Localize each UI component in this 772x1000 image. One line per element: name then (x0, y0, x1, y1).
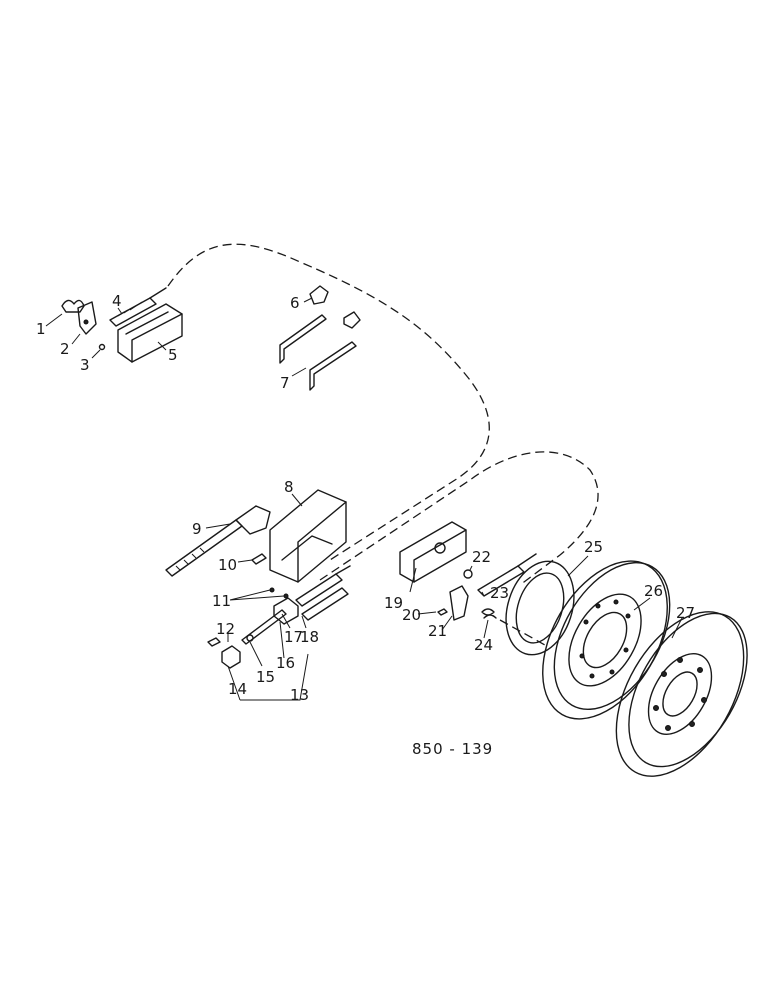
part-20-pin (437, 608, 448, 616)
part-22-nut (463, 569, 473, 579)
part-26-brake-assembly (542, 560, 671, 720)
callout-23: 23 (490, 584, 509, 602)
callout-10: 10 (218, 556, 237, 574)
part-23-cable-sleeve (477, 553, 537, 597)
part-14-adjuster-nut (221, 645, 241, 669)
part-10-lever-pin (251, 553, 267, 565)
callout-12: 12 (216, 620, 235, 638)
part-27-brake-drum (615, 611, 748, 777)
callout-20: 20 (402, 606, 421, 624)
callout-15: 15 (256, 668, 275, 686)
part-21-lever-arm (449, 585, 469, 621)
callout-18: 18 (300, 628, 319, 646)
callout-21: 21 (428, 622, 447, 640)
brake-cable-upper (167, 243, 490, 561)
callout-14: 14 (228, 680, 247, 698)
part-9-hand-lever (165, 505, 271, 577)
part-3-pin (98, 343, 106, 351)
callout-16: 16 (276, 654, 295, 672)
callout-4: 4 (112, 292, 122, 310)
part-5-mounting-box (117, 303, 183, 363)
callout-1: 1 (36, 320, 46, 338)
callout-13: 13 (290, 686, 309, 704)
callout-6: 6 (290, 294, 300, 312)
callout-22: 22 (472, 548, 491, 566)
part-2-lever-bracket (77, 301, 97, 335)
part-12-bolt (207, 637, 221, 647)
callout-25: 25 (584, 538, 603, 556)
callout-9: 9 (192, 520, 202, 538)
drawing-reference: 850 - 139 (412, 740, 493, 758)
callout-7: 7 (280, 374, 290, 392)
part-17-clevis-block (273, 597, 299, 625)
callout-2: 2 (60, 340, 70, 358)
leader-lines (45, 297, 683, 701)
part-4-cable-end (109, 287, 167, 327)
cable-to-drum (499, 619, 546, 646)
callout-17: 17 (284, 628, 303, 646)
callout-27: 27 (676, 604, 695, 622)
part-24-spring (481, 608, 497, 619)
callout-24: 24 (474, 636, 493, 654)
part-7-support-brackets (279, 314, 357, 391)
callout-8: 8 (284, 478, 294, 496)
part-25-gasket (505, 560, 575, 656)
callout-11: 11 (212, 592, 231, 610)
brake-cable-lower (319, 451, 599, 586)
callout-19: 19 (384, 594, 403, 612)
part-6-cable-clamp (309, 285, 361, 329)
part-19-brake-bracket (399, 521, 467, 583)
callout-5: 5 (168, 346, 178, 364)
callout-26: 26 (644, 582, 663, 600)
part-8-mounting-plate (269, 489, 347, 583)
callout-3: 3 (80, 356, 90, 374)
part-15-16-threaded-rod (241, 609, 287, 645)
part-18-cable-ends (295, 565, 351, 621)
